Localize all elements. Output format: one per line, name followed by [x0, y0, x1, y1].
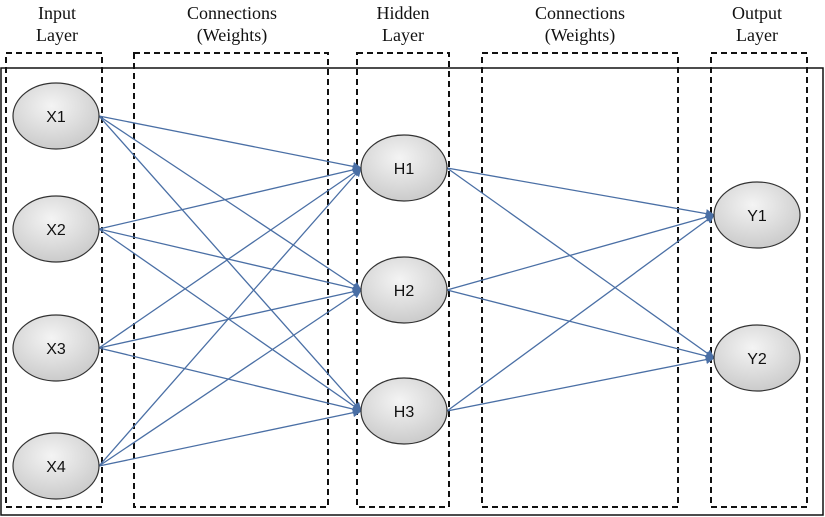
header-output-line1: Output: [731, 3, 782, 23]
edge-h3-y1: [446, 214, 715, 412]
node-y1: Y1: [713, 181, 801, 249]
header-conn1-line1: Connections: [187, 3, 277, 23]
node-ellipse-y2: [713, 324, 801, 392]
edge-x2-h1: [98, 165, 362, 230]
output-layer-box: [710, 52, 808, 508]
node-label-x1: X1: [46, 109, 66, 126]
edge-h1-y2: [446, 167, 715, 359]
edge-x3-h3: [98, 347, 362, 414]
node-label-x2: X2: [46, 222, 66, 239]
node-label-y1: Y1: [747, 208, 767, 225]
edge-x1-h2: [98, 115, 362, 291]
header-hidden-line1: Hidden: [376, 3, 430, 23]
node-h1: H1: [360, 134, 448, 202]
node-x3: X3: [12, 314, 100, 382]
node-h3: H3: [360, 377, 448, 445]
edge-x3-h2: [98, 287, 362, 349]
node-label-x4: X4: [46, 459, 66, 476]
header-hidden-line2: Layer: [382, 25, 424, 45]
edge-h2-y2: [446, 289, 715, 361]
edge-x4-h1: [98, 167, 362, 467]
header-input-layer: Input Layer: [2, 2, 112, 46]
node-h2: H2: [360, 256, 448, 324]
node-y2: Y2: [713, 324, 801, 392]
header-output-layer: Output Layer: [702, 2, 812, 46]
header-output-line2: Layer: [736, 25, 778, 45]
edge-x4-h3: [98, 408, 362, 467]
edge-x2-h3: [98, 228, 362, 412]
node-ellipse-y1: [713, 181, 801, 249]
node-label-h1: H1: [394, 161, 415, 178]
node-ellipse-h1: [360, 134, 448, 202]
connections-1-box: [133, 52, 329, 508]
header-input-line2: Layer: [36, 25, 78, 45]
node-ellipse-x3: [12, 314, 100, 382]
node-label-x3: X3: [46, 341, 66, 358]
header-conn1-line2: (Weights): [196, 25, 268, 45]
header-connections-2: Connections (Weights): [490, 2, 670, 46]
node-label-h3: H3: [394, 404, 415, 421]
node-ellipse-h2: [360, 256, 448, 324]
header-hidden-layer: Hidden Layer: [348, 2, 458, 46]
edge-x4-h2: [98, 289, 362, 467]
edges-group: [98, 115, 715, 467]
node-ellipse-h3: [360, 377, 448, 445]
edge-h2-y1: [446, 212, 715, 291]
edge-x1-h1: [98, 115, 362, 171]
connections-2-box: [481, 52, 679, 508]
node-label-h2: H2: [394, 283, 415, 300]
node-ellipse-x2: [12, 195, 100, 263]
header-conn2-line2: (Weights): [544, 25, 616, 45]
edge-x2-h2: [98, 228, 362, 293]
edge-x1-h3: [98, 115, 362, 412]
edge-h1-y1: [446, 167, 715, 219]
header-input-line1: Input: [38, 3, 76, 23]
node-ellipse-x4: [12, 432, 100, 500]
node-x4: X4: [12, 432, 100, 500]
node-ellipse-x1: [12, 82, 100, 150]
node-label-y2: Y2: [747, 351, 767, 368]
header-connections-1: Connections (Weights): [142, 2, 322, 46]
input-layer-box: [5, 52, 103, 508]
hidden-layer-box: [356, 52, 450, 508]
edge-h3-y2: [446, 355, 715, 412]
outer-frame: [0, 67, 824, 516]
node-x2: X2: [12, 195, 100, 263]
node-x1: X1: [12, 82, 100, 150]
header-conn2-line1: Connections: [535, 3, 625, 23]
edge-x3-h1: [98, 167, 362, 349]
